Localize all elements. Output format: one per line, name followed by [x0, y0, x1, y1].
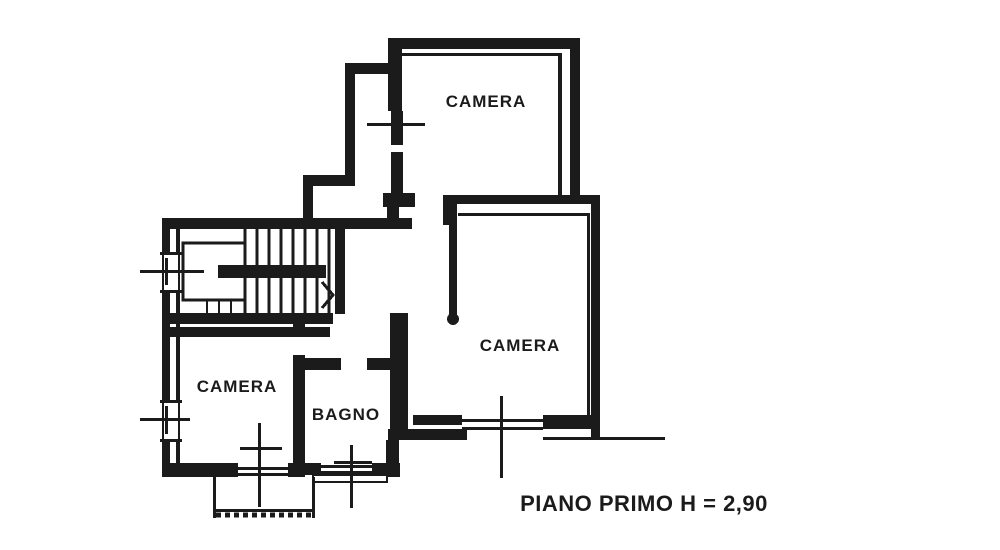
wall-inner-line: [458, 213, 590, 216]
wall-segment: [449, 204, 457, 316]
wall-segment: [591, 195, 600, 440]
wall-inner-line: [402, 53, 562, 56]
wall-segment: [390, 313, 408, 435]
marker-line: [334, 461, 372, 464]
balcony-edge: [312, 477, 315, 518]
ground-line: [543, 437, 665, 440]
room-label-bagno: BAGNO: [312, 405, 380, 424]
wall-segment: [162, 293, 170, 403]
wall-segment: [162, 218, 170, 255]
window-line: [160, 290, 182, 293]
wall-segment: [345, 63, 390, 74]
wall-segment: [293, 358, 341, 370]
window-line: [238, 467, 288, 470]
cross-marker-top-door: [367, 111, 425, 139]
marker-line: [258, 423, 261, 507]
room-label-camera-top: CAMERA: [446, 92, 527, 111]
wall-inner-line: [176, 229, 180, 255]
room-label-camera-right: CAMERA: [480, 336, 561, 355]
window-line: [160, 439, 182, 442]
wall-segment: [570, 49, 580, 204]
room-label-camera-left: CAMERA: [197, 377, 278, 396]
wall-segment: [303, 175, 355, 186]
wall-segment: [293, 355, 305, 465]
wall-segment: [288, 463, 305, 477]
wall-segment: [391, 152, 403, 196]
marker-line: [394, 111, 397, 139]
door-jamb-cap: [447, 313, 459, 325]
wall-inner-line: [176, 293, 180, 327]
floor-caption: PIANO PRIMO H = 2,90: [520, 491, 768, 516]
wall-segment: [162, 218, 412, 229]
wall-segment: [443, 195, 600, 204]
marker-line: [140, 270, 204, 273]
balcony-edge: [213, 509, 315, 512]
marker-line: [500, 396, 503, 478]
wall-segment: [413, 415, 462, 425]
wall-segment: [162, 442, 170, 477]
wall-segment: [367, 358, 390, 370]
room-labels: CAMERA CAMERA CAMERA BAGNO: [197, 92, 561, 424]
marker-line: [350, 445, 353, 508]
wall-segment: [543, 415, 591, 429]
wall-segment: [170, 327, 330, 337]
stair-rail-band: [218, 265, 326, 278]
wall-segment: [388, 38, 402, 111]
cross-marker-camera-right-window: [480, 396, 528, 478]
cross-marker-stair-window: [140, 258, 204, 285]
marker-line: [165, 258, 168, 285]
wall-inner-line: [176, 442, 180, 463]
wall-segment: [162, 463, 238, 477]
cross-marker-left-window: [140, 406, 190, 434]
window-line: [321, 465, 374, 468]
marker-line: [165, 406, 168, 434]
wall-segment: [386, 440, 399, 467]
wall-segment: [303, 175, 313, 228]
balcony: [213, 477, 315, 518]
wall-segment: [305, 463, 321, 475]
cross-marker-camera-left-window: [240, 423, 282, 507]
wall-segment: [372, 463, 400, 477]
wall-segment: [335, 229, 345, 314]
stair-treads-lower: [206, 300, 232, 313]
window-camera-left-bottom: [238, 467, 288, 476]
marker-line: [240, 447, 282, 450]
walls: [162, 38, 665, 477]
survey-markers: [140, 111, 528, 508]
stair-direction-arrow: [320, 281, 335, 309]
wall-segment: [388, 38, 580, 49]
cross-marker-bagno-window: [334, 445, 372, 508]
window-line: [321, 471, 374, 474]
wall-segment: [345, 63, 355, 185]
window-line: [160, 252, 182, 255]
wall-inner-line: [176, 337, 180, 402]
wall-door-jamb: [383, 193, 415, 207]
wall-inner-line: [587, 213, 590, 416]
marker-line: [480, 419, 528, 422]
window-line: [238, 473, 288, 476]
staircase: [181, 229, 335, 313]
balcony-edge: [213, 477, 216, 518]
wall-segment: [170, 313, 333, 324]
wall-segment: [388, 429, 467, 440]
wall-inner-line: [558, 53, 562, 195]
window-line: [160, 400, 182, 403]
